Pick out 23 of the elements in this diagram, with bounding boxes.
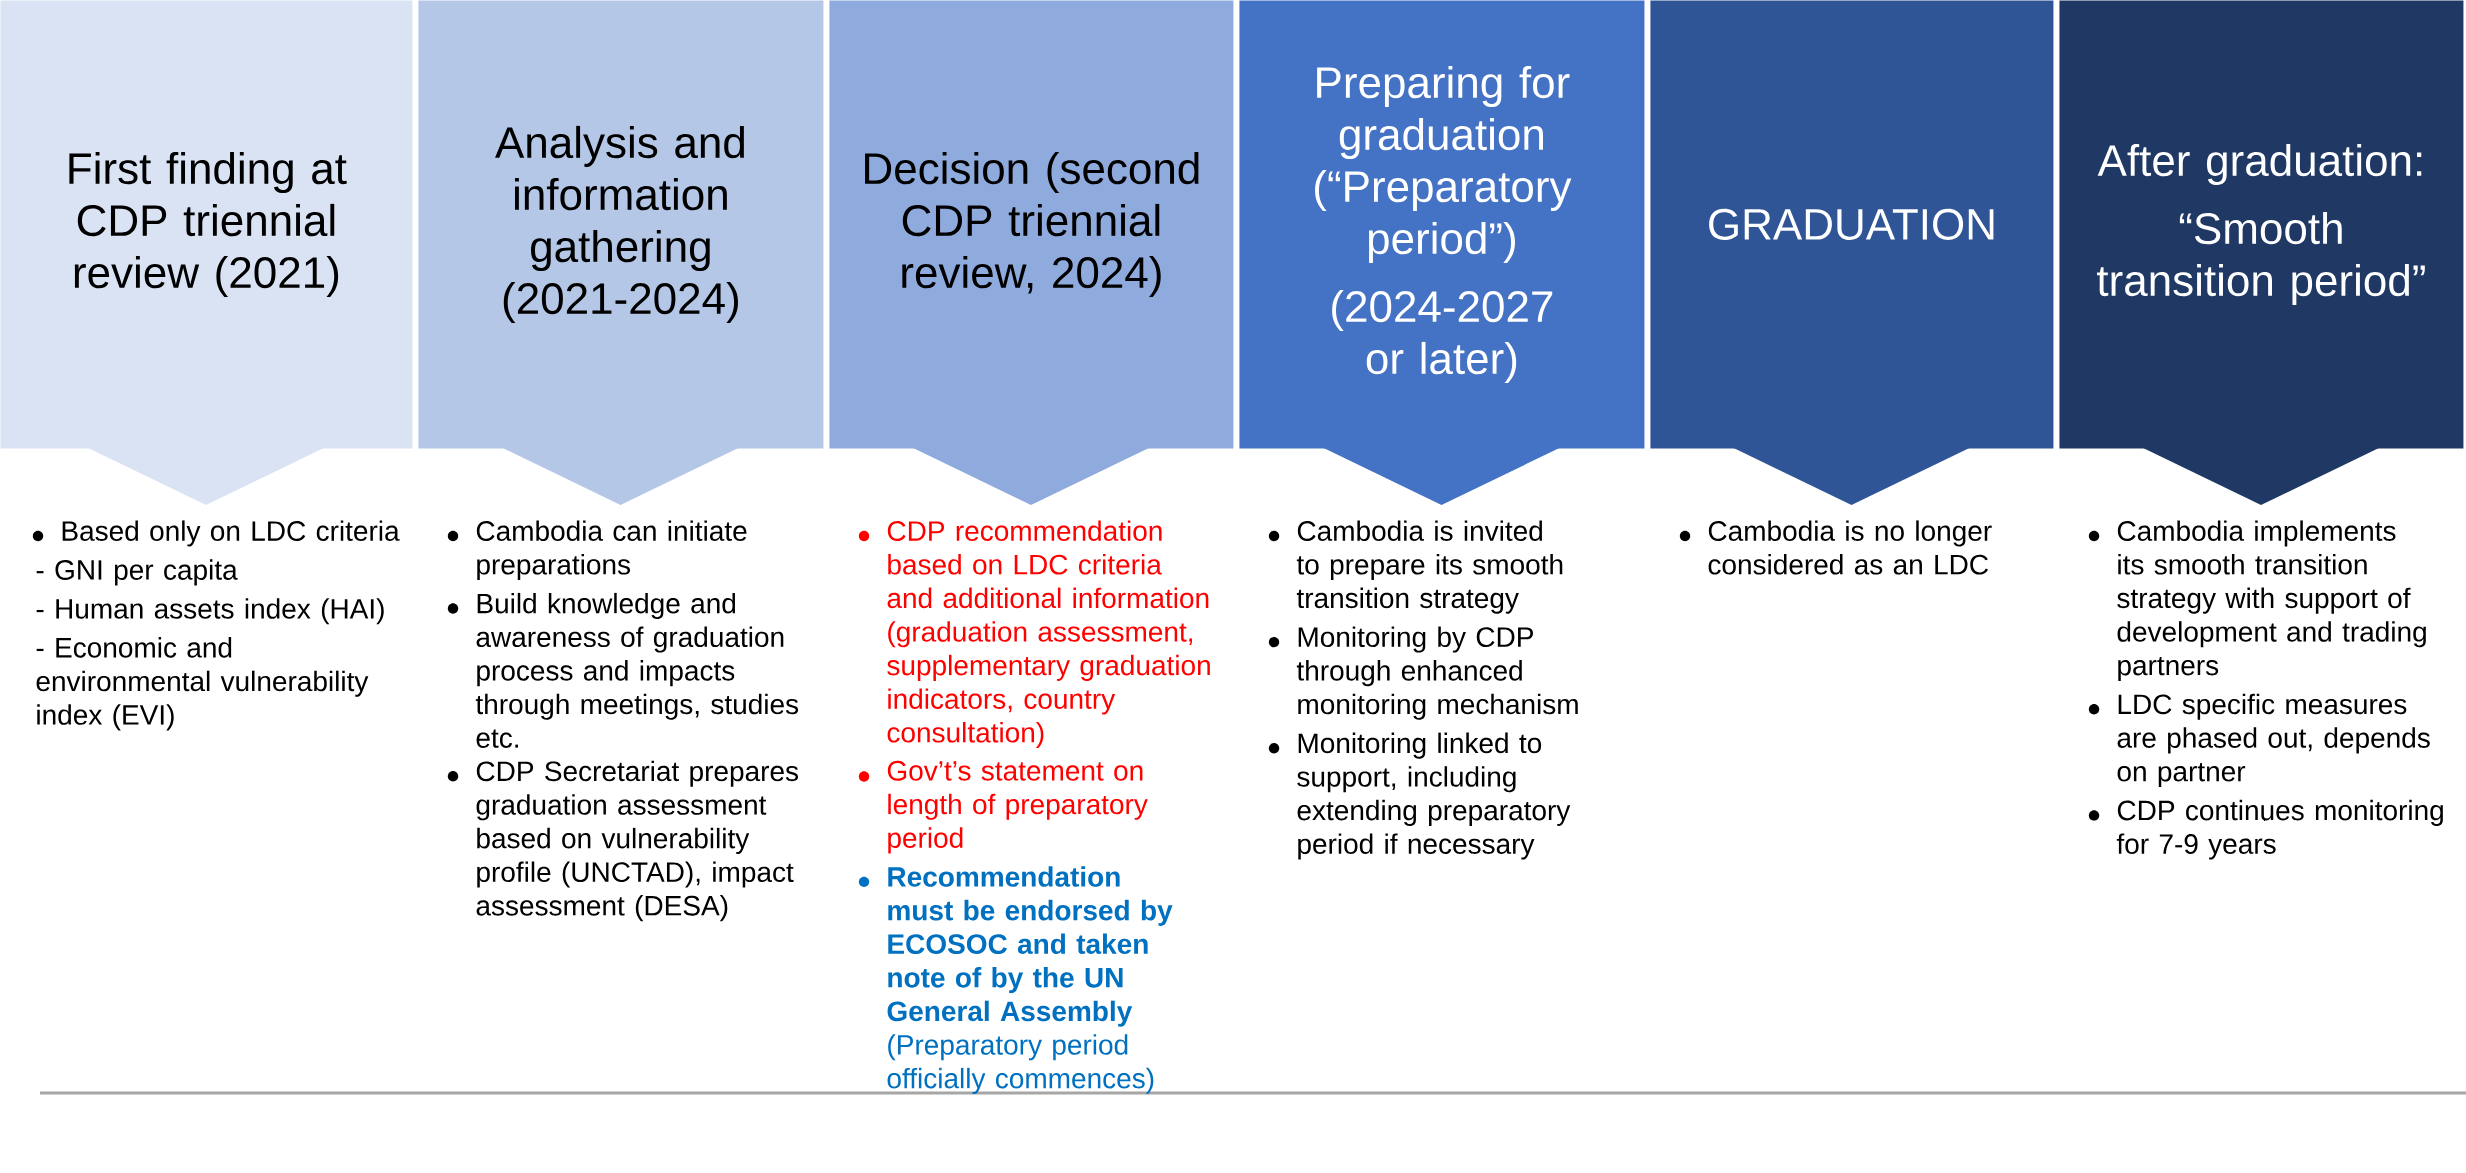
bullet-text: LDC specific measures are phased out, depends on partner [2117,693,2430,787]
bullet-text: - Economic and environmental vulnerability index (EVI) [36,637,369,731]
bullet-text: Monitoring by CDP through enhanced monitoring mechanism [1296,626,1578,720]
bullet-text: Cambodia can initiate preparations [476,520,747,581]
bullet-text: Cambodia is invited to prepare its smooth transition strategy [1296,520,1563,614]
bullet-text: Based only on LDC criteria [62,520,400,547]
stage-header: Preparing for graduation (“Preparatory period”) (2024-2027 or later) [1239,0,1645,505]
bullet-text: CDP recommendation based on LDC criteria and additional information (graduation assessment, supplementary graduation indicators, country consultation) [887,520,1210,749]
bullet-text: - GNI per capita [36,559,238,586]
stage-header: First finding at CDP triennial review (2021) [0,0,413,505]
bullet-text: Cambodia implements its smooth transition strategy with support of development and trading partners [2117,520,2426,681]
bullet-text: Cambodia is no longer considered as an LDC [1708,520,1992,575]
bullet-text: Monitoring linked to support, including extending preparatory period if necessary [1297,732,1571,860]
stage-header: GRADUATION [1650,0,2054,505]
bullet-text: - Human assets index (HAI) [36,598,384,625]
bullet-text: Recommendation must be endorsed by ECOSOC and taken note of by the UN General Assembly (Preparatory period officially commences) [887,866,1173,1094]
bullet-text: Gov’t’s statement on length of preparatory period [887,760,1148,854]
bullet-text: CDP continues monitoring for 7-9 years [2116,799,2443,860]
bullet-text: CDP Secretariat prepares graduation assessment based on vulnerability profile (UNCTAD), impact assessment (DESA) [476,760,798,922]
bullet-text: Build knowledge and awareness of graduation process and impacts through meetings, studies etc. [475,592,799,748]
stage-header: Decision (second CDP triennial review, 2024) [829,0,1234,505]
stage-header: After graduation: “Smooth transition period” [2059,0,2464,505]
stage-header: Analysis and information gathering (2021-2024) [418,0,824,505]
